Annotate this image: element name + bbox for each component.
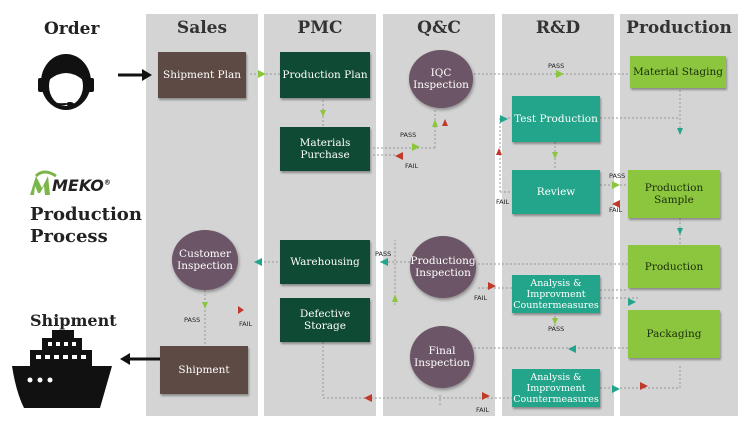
analysis-box-2[interactable]: Analysis & Improvment Countermeasures bbox=[512, 369, 600, 407]
process-title-line1: Production bbox=[30, 204, 142, 225]
lane-title-production: Production bbox=[626, 18, 732, 38]
order-arrow bbox=[118, 69, 152, 81]
pass-label-purchase: PASS bbox=[400, 131, 417, 139]
ship-icon bbox=[12, 330, 112, 408]
test-production-box[interactable]: Test Production bbox=[512, 96, 600, 142]
shipment-plan-box[interactable]: Shipment Plan bbox=[158, 52, 246, 98]
iqc-inspection-circle[interactable]: IQC Inspection bbox=[409, 50, 473, 108]
ship-arrow bbox=[120, 353, 160, 365]
fail-arrowheads bbox=[238, 119, 648, 402]
brand-registered-mark: ® bbox=[103, 178, 111, 187]
pass-label-customer: PASS bbox=[184, 316, 201, 324]
fail-label-productiong: FAIL bbox=[474, 294, 488, 302]
order-label: Order bbox=[44, 19, 100, 39]
fail-label-final: FAIL bbox=[476, 406, 490, 414]
defective-storage-box[interactable]: Defective Storage bbox=[280, 298, 370, 342]
shipment-box[interactable]: Shipment bbox=[160, 346, 248, 394]
lane-title-pmc: PMC bbox=[297, 18, 343, 38]
shipment-label: Shipment bbox=[30, 311, 117, 330]
production-plan-box[interactable]: Production Plan bbox=[280, 52, 370, 98]
production-sample-box[interactable]: Production Sample bbox=[628, 170, 720, 218]
lane-title-rd: R&D bbox=[535, 18, 581, 38]
production-box[interactable]: Production bbox=[628, 245, 720, 288]
meko-logo-icon bbox=[30, 170, 57, 195]
pass-label-final: PASS bbox=[548, 325, 565, 333]
pass-arrowheads bbox=[202, 70, 620, 325]
process-title-line2: Process bbox=[30, 226, 108, 247]
final-inspection-circle[interactable]: Final Inspection bbox=[410, 326, 474, 388]
lane-title-qc: Q&C bbox=[417, 18, 461, 38]
customer-inspection-circle[interactable]: Customer Inspection bbox=[172, 230, 238, 290]
lane-title-sales: Sales bbox=[176, 18, 228, 38]
analysis-box-1[interactable]: Analysis & Improvment Countermeasures bbox=[512, 275, 600, 313]
brand-name: MEKO® bbox=[52, 176, 111, 195]
review-box[interactable]: Review bbox=[512, 170, 600, 214]
productiong-inspection-circle[interactable]: Productiong Inspection bbox=[410, 236, 476, 298]
lane-rd bbox=[502, 14, 614, 416]
fail-label-sample: FAIL bbox=[609, 206, 623, 214]
teal-arrowheads bbox=[254, 115, 683, 393]
fail-label-purchase: FAIL bbox=[405, 162, 419, 170]
pass-label-warehousing: PASS bbox=[375, 250, 392, 258]
warehousing-box[interactable]: Warehousing bbox=[280, 240, 370, 284]
headset-person-icon bbox=[38, 54, 94, 110]
packaging-box[interactable]: Packaging bbox=[628, 310, 720, 358]
fail-label-customer: FAIL bbox=[239, 320, 253, 328]
materials-purchase-box[interactable]: Materials Purchase bbox=[280, 127, 370, 171]
brand-text: MEKO bbox=[52, 176, 104, 195]
pass-label-iqc-staging: PASS bbox=[548, 62, 565, 70]
fail-label-review: FAIL bbox=[496, 198, 510, 206]
material-staging-box[interactable]: Material Staging bbox=[630, 56, 726, 88]
pass-label-sample: PASS bbox=[609, 172, 626, 180]
